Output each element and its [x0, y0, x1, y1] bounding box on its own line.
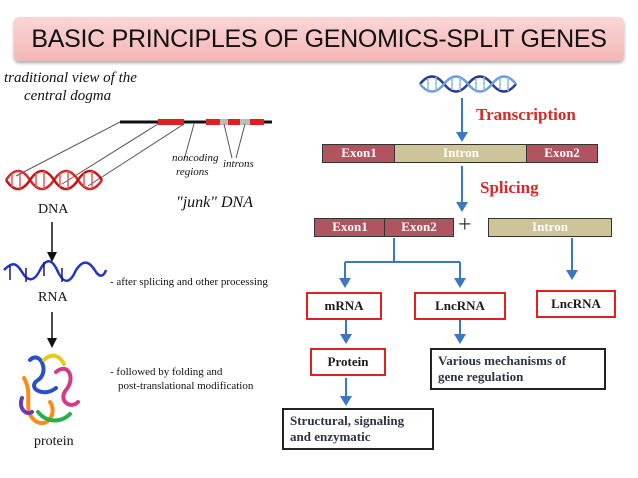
row2-exon1: Exon1 [314, 218, 386, 237]
left-heading-line1: traditional view of the [4, 70, 137, 86]
dna-helix-icon [4, 169, 104, 191]
noncoding-line1: noncoding [172, 152, 219, 164]
transcription-label: Transcription [476, 105, 576, 124]
splicing-label: Splicing [480, 178, 539, 197]
exon-segment-3 [228, 119, 240, 125]
lncrna-box-a: LncRNA [414, 292, 506, 320]
structural-box: Structural, signaling and enzymatic [282, 408, 434, 450]
structural-line2: and enzymatic [290, 429, 371, 444]
dna-helix-small-icon [419, 75, 517, 93]
junk-dna-label: "junk" DNA [176, 194, 253, 211]
row1-exon1: Exon1 [322, 144, 396, 163]
title-bar: BASIC PRINCIPLES OF GENOMICS-SPLIT GENES [14, 17, 624, 61]
protein-note-line1: - followed by folding and [110, 366, 223, 378]
slide-title: BASIC PRINCIPLES OF GENOMICS-SPLIT GENES [31, 25, 607, 53]
row1-intron: Intron [394, 144, 528, 163]
exon-segment-1 [158, 119, 184, 125]
mechanisms-line2: gene regulation [438, 369, 524, 384]
left-heading-line2: central dogma [24, 88, 112, 104]
rna-label: RNA [38, 290, 68, 305]
protein-note-line2: post-translational modification [118, 380, 254, 392]
row2-exon2: Exon2 [384, 218, 454, 237]
rna-strand-icon [3, 260, 108, 282]
intron-segment-2 [240, 119, 250, 125]
structural-line1: Structural, signaling [290, 413, 405, 428]
mechanisms-line1: Various mechanisms of [438, 353, 567, 368]
protein-box: Protein [310, 348, 386, 376]
protein-ribbon-icon [19, 353, 80, 426]
rna-note: - after splicing and other processing [110, 276, 268, 288]
plus-sign: + [458, 212, 472, 238]
protein-label: protein [34, 434, 74, 449]
noncoding-line2: regions [176, 166, 209, 178]
dna-label: DNA [38, 202, 69, 217]
exon-segment-2 [206, 119, 220, 125]
introns-label: introns [223, 158, 254, 170]
lncrna-box-b: LncRNA [536, 290, 616, 318]
row1-exon2: Exon2 [526, 144, 598, 163]
mrna-box: mRNA [306, 292, 382, 320]
intron-segment-1 [220, 119, 228, 125]
mechanisms-box: Various mechanisms of gene regulation [430, 348, 606, 390]
exon-segment-4 [250, 119, 264, 125]
row2-intron: Intron [488, 218, 612, 237]
